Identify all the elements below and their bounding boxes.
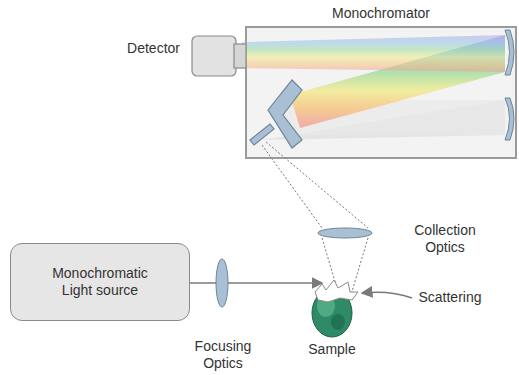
focusing-optics-label: Focusing Optics — [188, 338, 258, 372]
node-text: Monochromator — [246, 5, 516, 22]
scattering-label: Scattering — [410, 289, 490, 306]
detector-box: Detector — [192, 36, 236, 76]
monochromator-box: Monochromator — [246, 27, 516, 158]
sample-label: Sample — [300, 341, 364, 358]
node-text: Detector — [96, 40, 180, 57]
node-text: Monochromatic Light source — [40, 265, 160, 299]
light-source-box: Monochromatic Light source — [10, 243, 190, 321]
collection-optics-label: Collection Optics — [400, 222, 490, 256]
